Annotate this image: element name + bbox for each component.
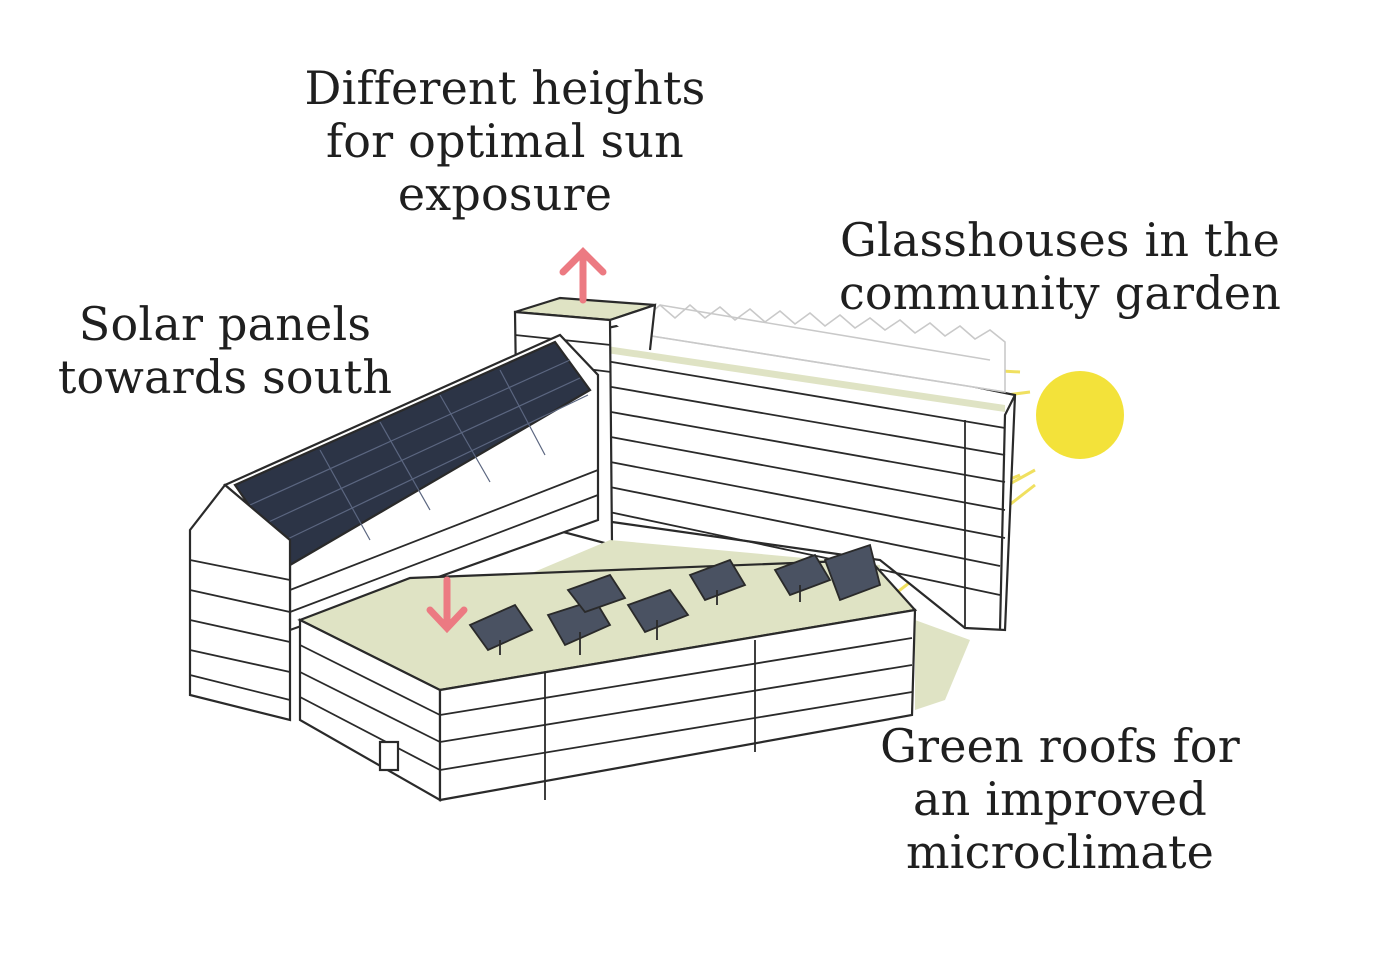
label-different-heights: Different heights for optimal sun exposu… [300, 62, 710, 221]
label-line: Solar panels [78, 297, 372, 351]
arrow-down-icon [426, 576, 468, 634]
label-line: an improved [913, 772, 1207, 826]
green-ground [915, 620, 970, 710]
arrow-up-icon [559, 247, 607, 304]
left-wing [188, 333, 600, 722]
label-line: Glasshouses in the [840, 213, 1280, 267]
label-line: exposure [397, 167, 613, 221]
label-line: Green roofs for [880, 719, 1240, 773]
label-line: microclimate [905, 825, 1215, 879]
label-solar-panels: Solar panels towards south [40, 298, 410, 404]
label-line: for optimal sun [326, 114, 684, 168]
rear-roof-garden [600, 345, 1005, 412]
label-line: Different heights [304, 61, 706, 115]
tracker-solar-panels [468, 543, 882, 655]
glasshouses [644, 303, 1006, 393]
sun-icon [1036, 371, 1124, 459]
label-glasshouses: Glasshouses in the community garden [820, 214, 1300, 320]
label-line: community garden [838, 266, 1282, 320]
label-line: towards south [57, 350, 393, 404]
label-green-roofs: Green roofs for an improved microclimate [860, 720, 1260, 879]
